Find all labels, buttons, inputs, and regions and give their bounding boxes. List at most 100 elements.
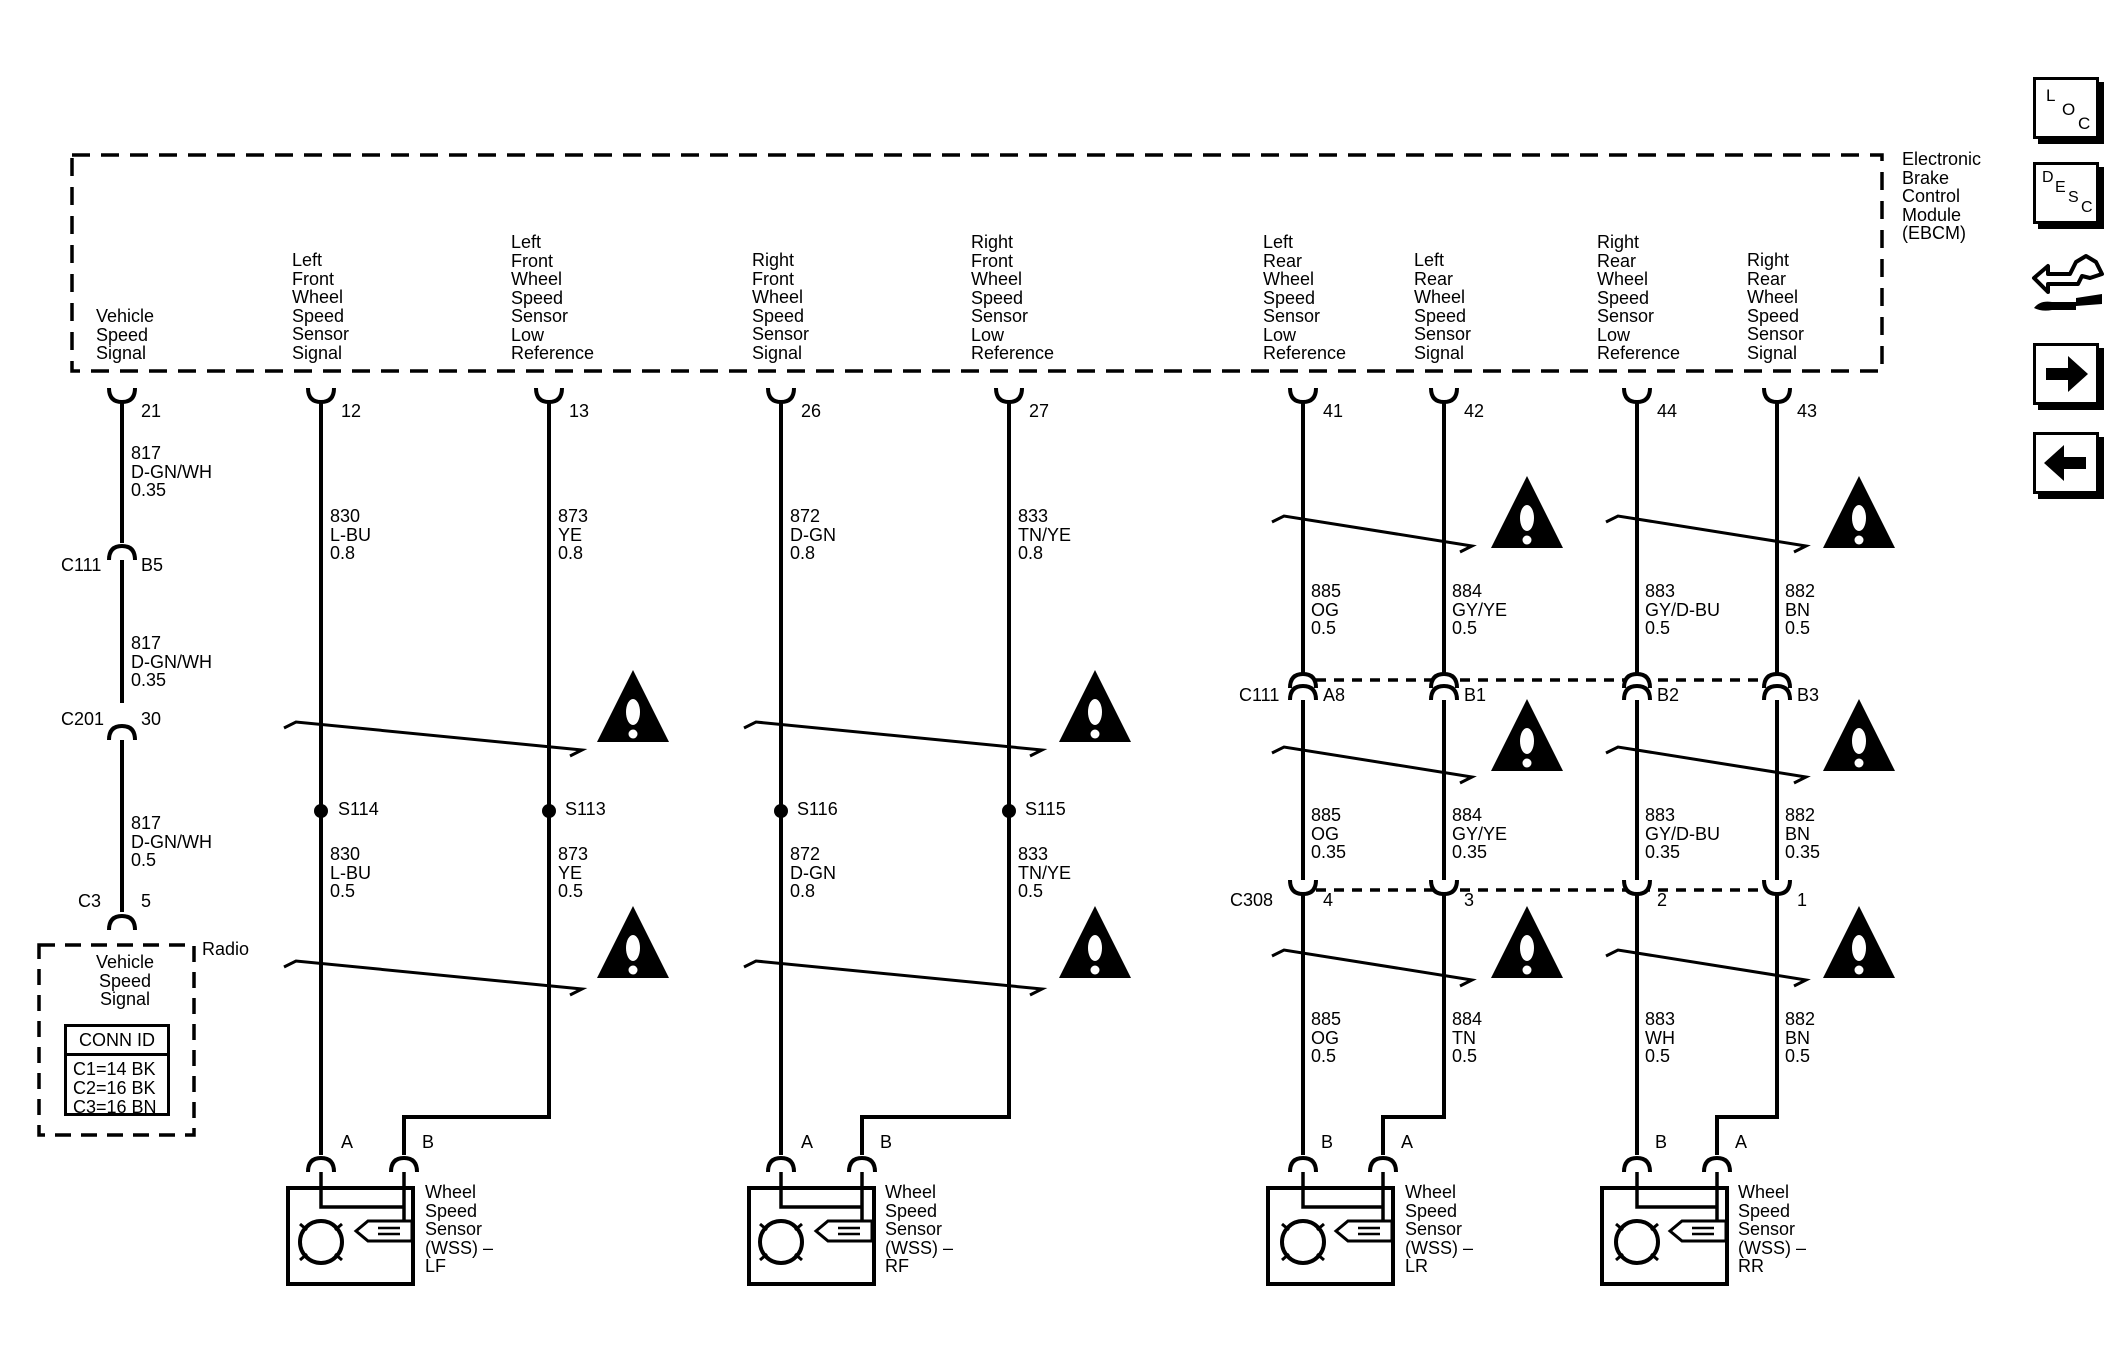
pin-number: 41: [1323, 401, 1344, 421]
connector-pin: A8: [1323, 685, 1346, 705]
connector-pin: B3: [1797, 685, 1820, 705]
pin-number: 27: [1029, 401, 1050, 421]
sensor-terminals: [306, 1155, 1732, 1173]
ebcm-pin-label: Right Rear Wheel Speed Sensor Signal: [1747, 250, 1805, 363]
sensor-pin: A: [341, 1132, 354, 1152]
wheel-speed-sensors: [286, 1172, 1729, 1286]
splice-label: S115: [1025, 799, 1066, 819]
sensor-pin: A: [1401, 1132, 1414, 1152]
wire-label: 833 TN/YE 0.5: [1018, 844, 1072, 901]
splice-label: S116: [797, 799, 838, 819]
loc-letter: O: [2062, 100, 2076, 119]
pin-number: 43: [1797, 401, 1818, 421]
connector-label: C201: [61, 709, 105, 729]
location-button[interactable]: L O C: [2033, 77, 2099, 139]
wire-label: 884 TN 0.5: [1452, 1009, 1483, 1066]
wire-label: 885 OG 0.5: [1311, 1009, 1342, 1066]
radio-module-box: [37, 943, 196, 1137]
arrow-left-icon: [2044, 445, 2086, 481]
sensor-pin: A: [801, 1132, 814, 1152]
sensor-name-rr: Wheel Speed Sensor (WSS) – RR: [1738, 1182, 1807, 1276]
connector-label: C111: [61, 555, 102, 575]
connector-pin: 5: [141, 891, 152, 911]
wire-label: 882 BN 0.5: [1785, 1009, 1816, 1066]
sensor-pin: B: [1321, 1132, 1334, 1152]
connector-label: C3: [78, 891, 102, 911]
rear-connector-hooks: [1288, 671, 1792, 897]
sensor-pin: B: [880, 1132, 893, 1152]
sensor-name-lr: Wheel Speed Sensor (WSS) – LR: [1405, 1182, 1474, 1276]
wire-label: 817 D-GN/WH 0.5: [131, 813, 212, 870]
connector-pin: B2: [1657, 685, 1680, 705]
conn-id-table: CONN ID C1=14 BK C2=16 BK C3=16 BN: [64, 1024, 170, 1117]
sensor-name-rf: Wheel Speed Sensor (WSS) – RF: [885, 1182, 954, 1276]
vss-circuit: [107, 402, 137, 931]
loc-letter: C: [2078, 114, 2091, 133]
pin-number: 44: [1657, 401, 1678, 421]
connector-pin: 1: [1797, 890, 1808, 910]
conn-id-rows: C1=14 BK C2=16 BK C3=16 BN: [73, 1059, 157, 1117]
radio-vss-label: Vehicle Speed Signal: [95, 952, 155, 1009]
connector-icon: [2032, 254, 2104, 311]
wire-label: 885 OG 0.5: [1311, 581, 1342, 638]
ebcm-pin-label: Left Rear Wheel Speed Sensor Signal: [1414, 250, 1472, 363]
ebcm-pin-label: Right Front Wheel Speed Sensor Signal: [752, 250, 810, 363]
wire-label: 885 OG 0.35: [1311, 805, 1347, 862]
radio-name: Radio: [202, 939, 250, 959]
wheel-wires: [319, 402, 1779, 1155]
wire-label: 872 D-GN 0.8: [790, 506, 836, 563]
desc-letter: C: [2081, 199, 2093, 216]
pin-number: 26: [801, 401, 822, 421]
ebcm-pin-label: Left Front Wheel Speed Sensor Low Refere…: [511, 232, 595, 363]
wire-label: 883 WH 0.5: [1645, 1009, 1676, 1066]
wire-label: 817 D-GN/WH 0.35: [131, 443, 212, 500]
wire-label: 884 GY/YE 0.35: [1452, 805, 1508, 862]
connector-label: C308: [1230, 890, 1274, 910]
splice-label: S113: [565, 799, 606, 819]
desc-letter: D: [2042, 169, 2054, 186]
sensor-pin: B: [422, 1132, 435, 1152]
conn-id-header: CONN ID: [67, 1027, 167, 1056]
pin-number: 42: [1464, 401, 1485, 421]
wire-label: 873 YE 0.8: [558, 506, 589, 563]
wire-label: 817 D-GN/WH 0.35: [131, 633, 212, 690]
wire-label: 830 L-BU 0.8: [330, 506, 372, 563]
connector-pin: 4: [1323, 890, 1334, 910]
ebcm-pin-label: Right Front Wheel Speed Sensor Low Refer…: [971, 232, 1055, 363]
ebcm-module-label: Electronic Brake Control Module (EBCM): [1902, 149, 1982, 243]
connector-view-button[interactable]: [2030, 248, 2106, 324]
rear-connectors: [1316, 678, 1764, 892]
pin-number: 13: [569, 401, 590, 421]
arrow-right-icon: [2046, 356, 2088, 392]
wire-label: 873 YE 0.5: [558, 844, 589, 901]
connector-pin: 30: [141, 709, 162, 729]
previous-page-button[interactable]: [2033, 432, 2099, 494]
wire-label: 833 TN/YE 0.8: [1018, 506, 1072, 563]
wire-label: 883 GY/D-BU 0.5: [1645, 581, 1721, 638]
connector-pin: B5: [141, 555, 164, 575]
connector-pin: B1: [1464, 685, 1487, 705]
wire-label: 882 BN 0.35: [1785, 805, 1821, 862]
ebcm-pin-label: Right Rear Wheel Speed Sensor Low Refere…: [1597, 232, 1681, 363]
ebcm-module-box: [70, 153, 1884, 373]
splice-label: S114: [338, 799, 379, 819]
desc-letter: E: [2055, 179, 2066, 196]
connector-pin: 2: [1657, 890, 1668, 910]
wire-label: 872 D-GN 0.8: [790, 844, 836, 901]
pin-number: 21: [141, 401, 162, 421]
wire-label: 883 GY/D-BU 0.35: [1645, 805, 1721, 862]
wire-label: 884 GY/YE 0.5: [1452, 581, 1508, 638]
next-page-button[interactable]: [2033, 343, 2099, 405]
desc-letter: S: [2068, 189, 2079, 206]
connector-pin: 3: [1464, 890, 1475, 910]
sensor-pin: B: [1655, 1132, 1668, 1152]
description-button[interactable]: D E S C: [2033, 162, 2099, 224]
ebcm-pin-label: Left Front Wheel Speed Sensor Signal: [292, 250, 350, 363]
ebcm-pin-label: Vehicle Speed Signal: [96, 306, 155, 363]
connector-label: C111: [1239, 685, 1280, 705]
wire-label: 830 L-BU 0.5: [330, 844, 372, 901]
twisted-pair-marks: [283, 514, 1811, 997]
ebcm-terminals: [107, 387, 1792, 405]
splice-dots: [314, 804, 1016, 818]
